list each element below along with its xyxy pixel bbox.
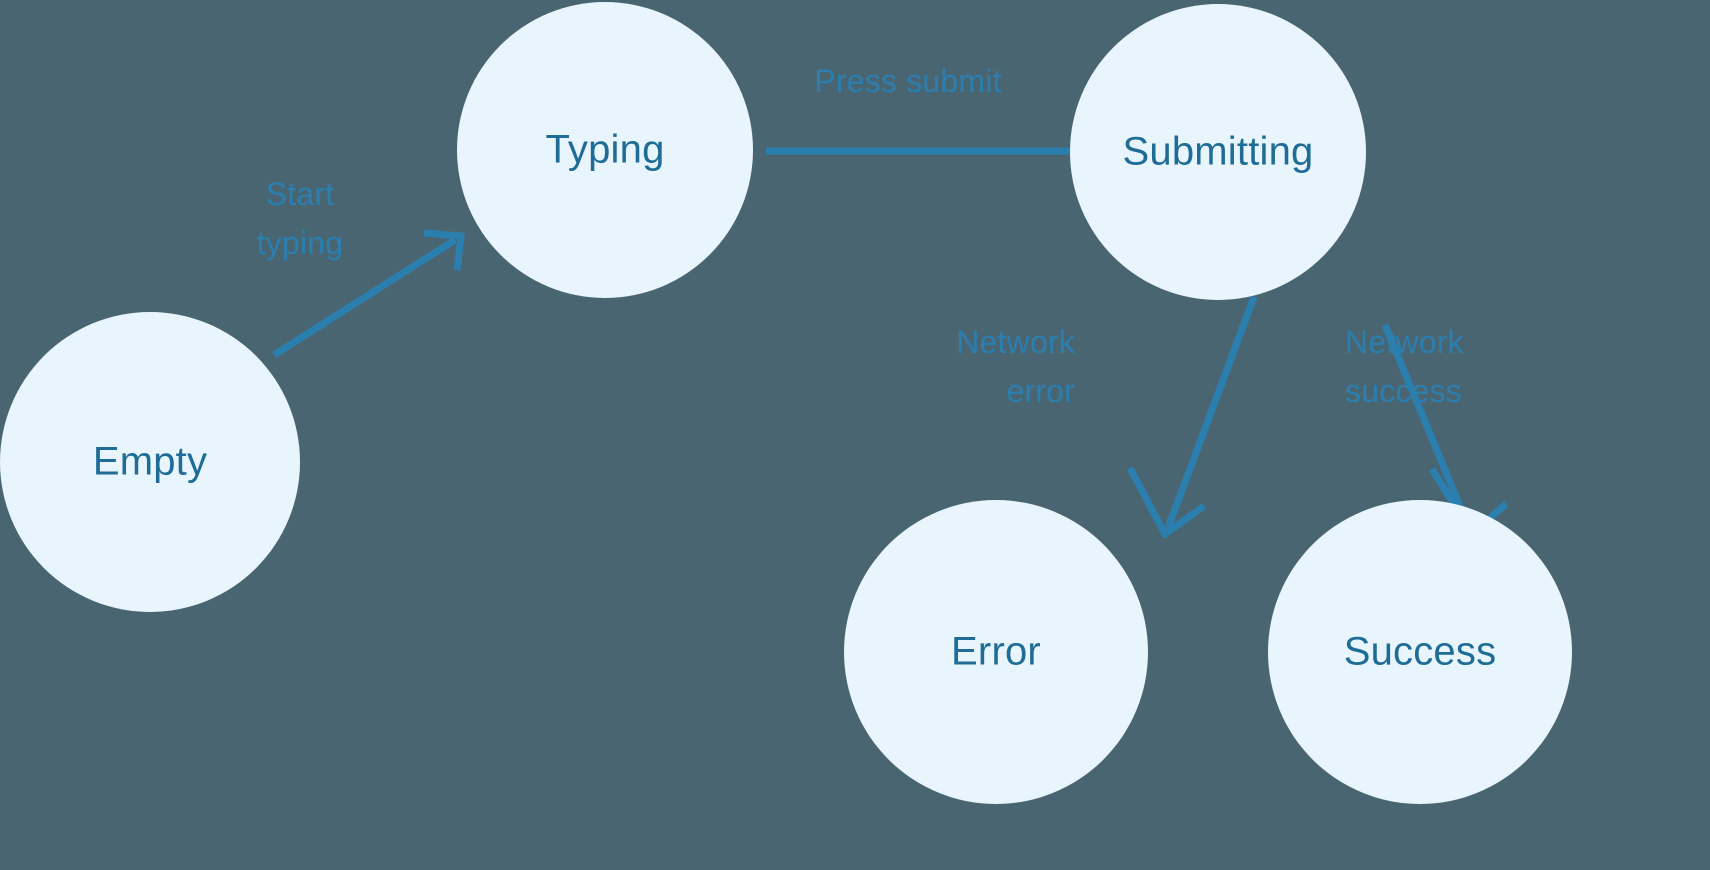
- node-submitting[interactable]: Submitting: [1070, 4, 1366, 300]
- node-typing-circle[interactable]: [457, 2, 753, 298]
- edge-empty-to-typing-arrowhead: [423, 229, 465, 271]
- edge-label-network-success: Network success: [1345, 324, 1465, 409]
- edge-label-network-error-line2: error: [1006, 373, 1075, 409]
- node-typing-label: Typing: [545, 128, 664, 172]
- edge-submitting-to-error-line: [1164, 295, 1258, 530]
- edge-label-press-submit-line1: Press submit: [814, 63, 1001, 99]
- edge-submitting-to-error: [1126, 295, 1258, 540]
- edge-submitting-to-error-arrowhead: [1126, 466, 1207, 540]
- edge-label-network-error-line1: Network: [956, 324, 1076, 360]
- node-success[interactable]: Success: [1268, 500, 1572, 804]
- node-empty[interactable]: Empty: [0, 312, 300, 612]
- edge-label-start-typing-line1: Start: [266, 176, 335, 212]
- edge-label-press-submit: Press submit: [814, 63, 1001, 99]
- node-submitting-circle[interactable]: [1070, 4, 1366, 300]
- node-error-circle[interactable]: [844, 500, 1148, 804]
- node-empty-label: Empty: [93, 440, 207, 484]
- node-error-label: Error: [951, 630, 1041, 674]
- node-empty-circle[interactable]: [0, 312, 300, 612]
- edge-label-network-success-line1: Network: [1345, 324, 1465, 360]
- edge-label-network-error: Network error: [956, 324, 1076, 409]
- edge-empty-to-typing: [272, 229, 465, 358]
- node-submitting-label: Submitting: [1123, 130, 1314, 174]
- edge-label-start-typing: Start typing: [257, 176, 344, 261]
- edge-label-network-success-line2: success: [1345, 373, 1462, 409]
- node-success-circle[interactable]: [1268, 500, 1572, 804]
- node-success-label: Success: [1344, 630, 1497, 674]
- edge-label-start-typing-line2: typing: [257, 225, 344, 261]
- node-typing[interactable]: Typing: [457, 2, 753, 298]
- edge-submitting-to-success-line: [1381, 323, 1473, 530]
- edge-empty-to-typing-line: [272, 237, 457, 358]
- node-error[interactable]: Error: [844, 500, 1148, 804]
